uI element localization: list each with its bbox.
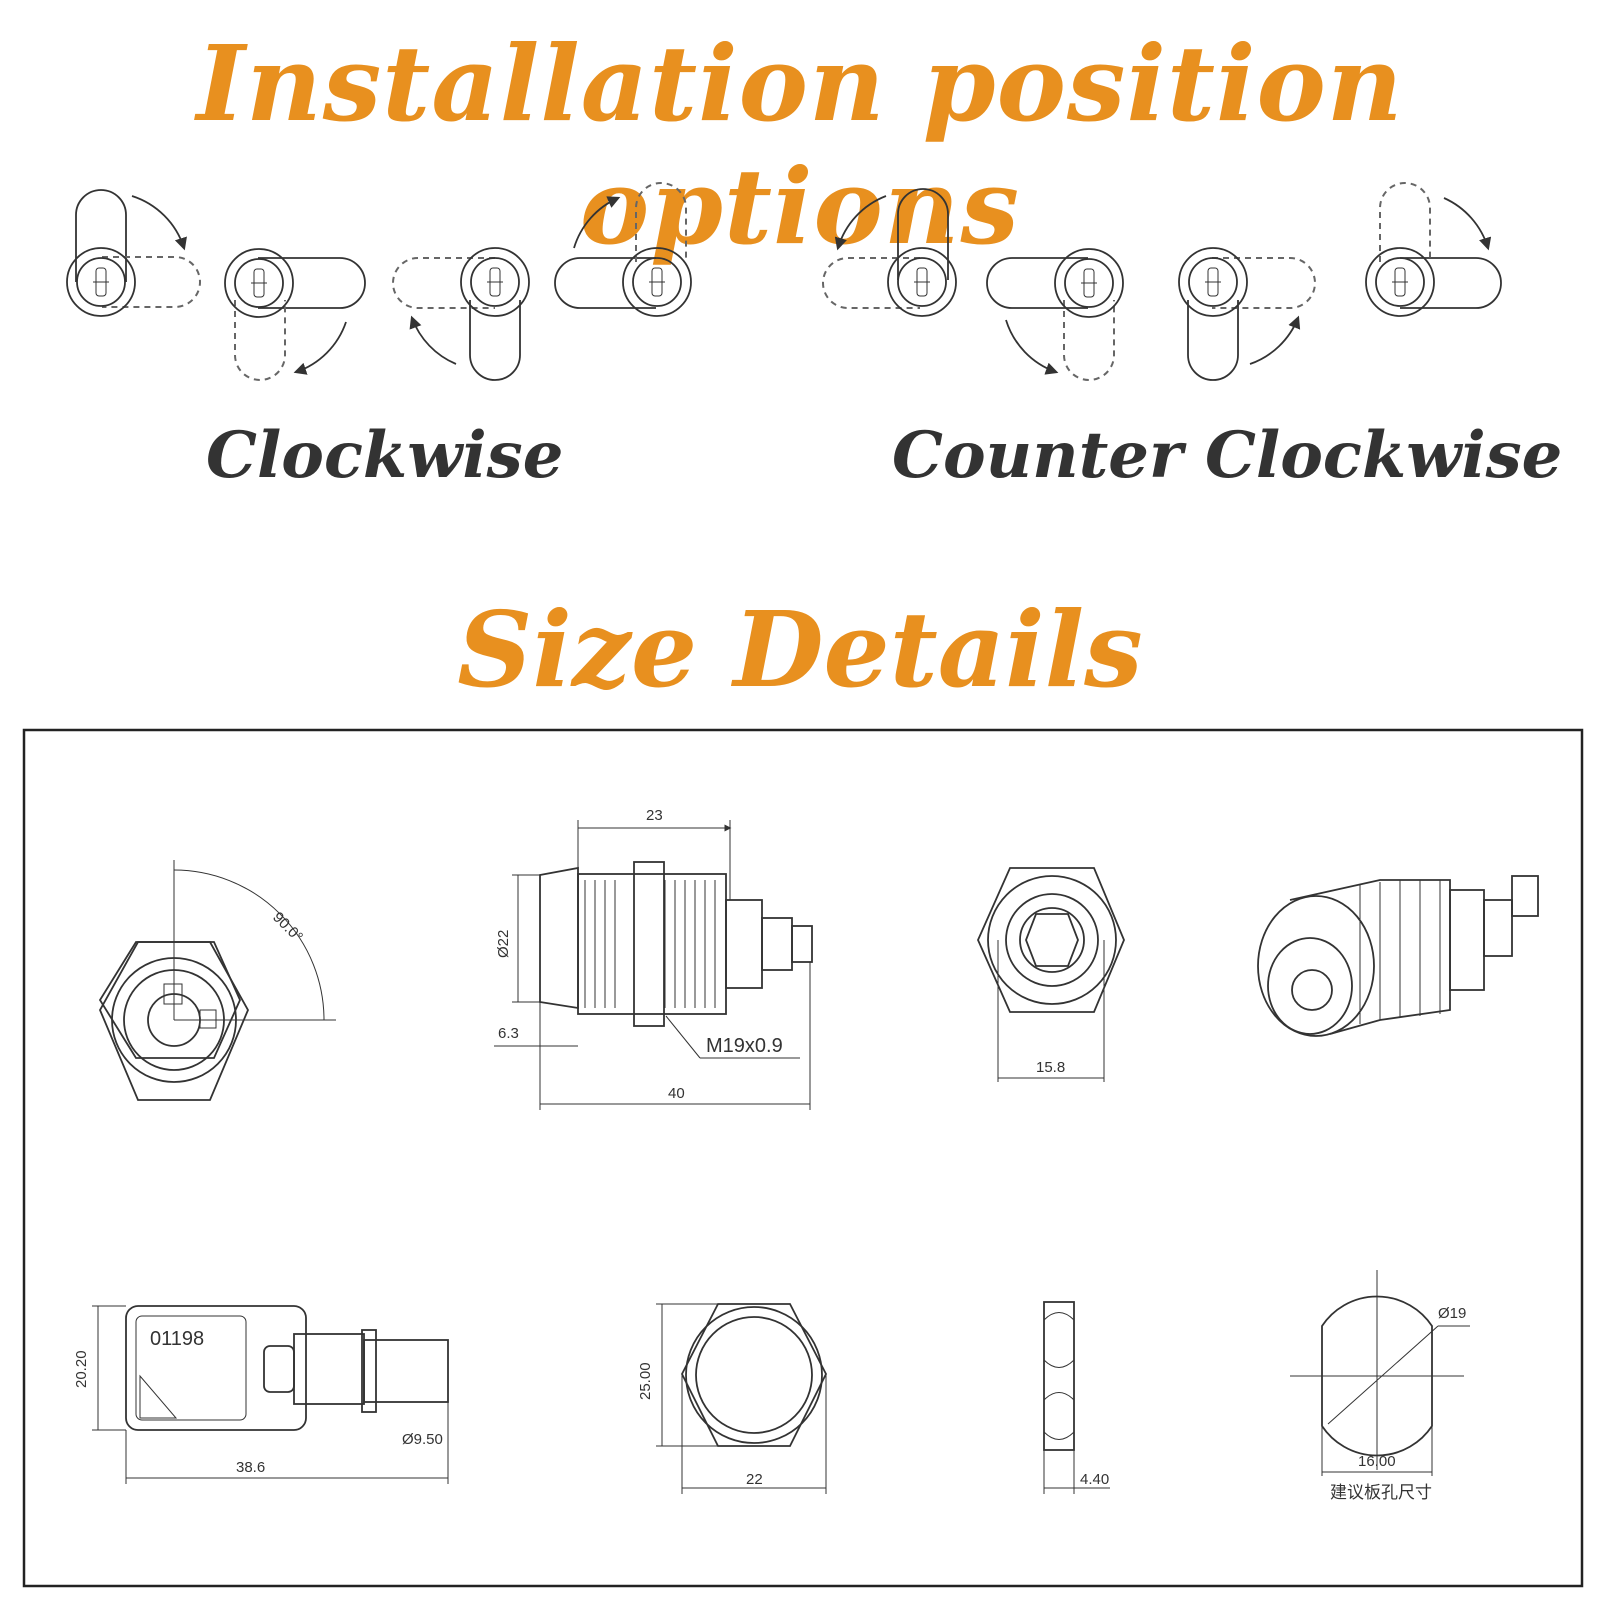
isometric-view-drawing <box>1257 875 1539 1037</box>
key-code: 01198 <box>150 1328 204 1350</box>
dim-thread: M19x0.9 <box>706 1035 783 1057</box>
ccw-position-3 <box>1178 247 1316 381</box>
key-drawing: 01198 20.20 38.6 Ø9.50 <box>73 1305 449 1484</box>
cw-position-1 <box>66 189 201 317</box>
dim-4-40: 4.40 <box>1080 1471 1109 1488</box>
dim-22: 22 <box>746 1471 763 1488</box>
hex-nut-front-drawing: 25.00 22 <box>637 1303 828 1494</box>
cw-position-4 <box>554 182 692 317</box>
side-view-drawing: 23 Ø22 40 6.3 M19x0.9 <box>494 807 813 1110</box>
cw-position-3 <box>392 247 530 381</box>
hex-nut-side-drawing: 4.40 <box>1043 1301 1110 1494</box>
rear-view-drawing: 15.8 <box>977 867 1125 1082</box>
dim-20-20: 20.20 <box>73 1350 90 1388</box>
dim-25-00: 25.00 <box>637 1362 654 1400</box>
front-view-drawing: 90.0° <box>98 860 336 1101</box>
dim-dia-19: Ø19 <box>1438 1305 1466 1322</box>
dim-dia-9-50: Ø9.50 <box>402 1431 443 1448</box>
dim-38-6: 38.6 <box>236 1459 265 1476</box>
dim-15-8: 15.8 <box>1036 1059 1065 1076</box>
installation-title: Installation position options <box>196 22 1404 268</box>
dim-40: 40 <box>668 1085 685 1102</box>
hole-note: 建议板孔尺寸 <box>1330 1483 1432 1503</box>
cw-position-2 <box>224 248 366 381</box>
ccw-position-4 <box>1365 182 1502 317</box>
clockwise-label: Clockwise <box>206 418 564 493</box>
dim-dia-22: Ø22 <box>495 930 512 958</box>
counter-clockwise-label: Counter Clockwise <box>892 418 1563 493</box>
size-details-title: Size Details <box>457 588 1143 711</box>
dim-6-3: 6.3 <box>498 1025 519 1042</box>
dim-23: 23 <box>646 807 663 824</box>
size-details-frame <box>22 728 1584 1588</box>
ccw-position-2 <box>986 248 1124 381</box>
ccw-position-1 <box>822 188 957 317</box>
panel-hole-drawing: Ø19 16.00 建议板孔尺寸 <box>1290 1270 1470 1503</box>
dim-16-00: 16.00 <box>1358 1453 1396 1470</box>
